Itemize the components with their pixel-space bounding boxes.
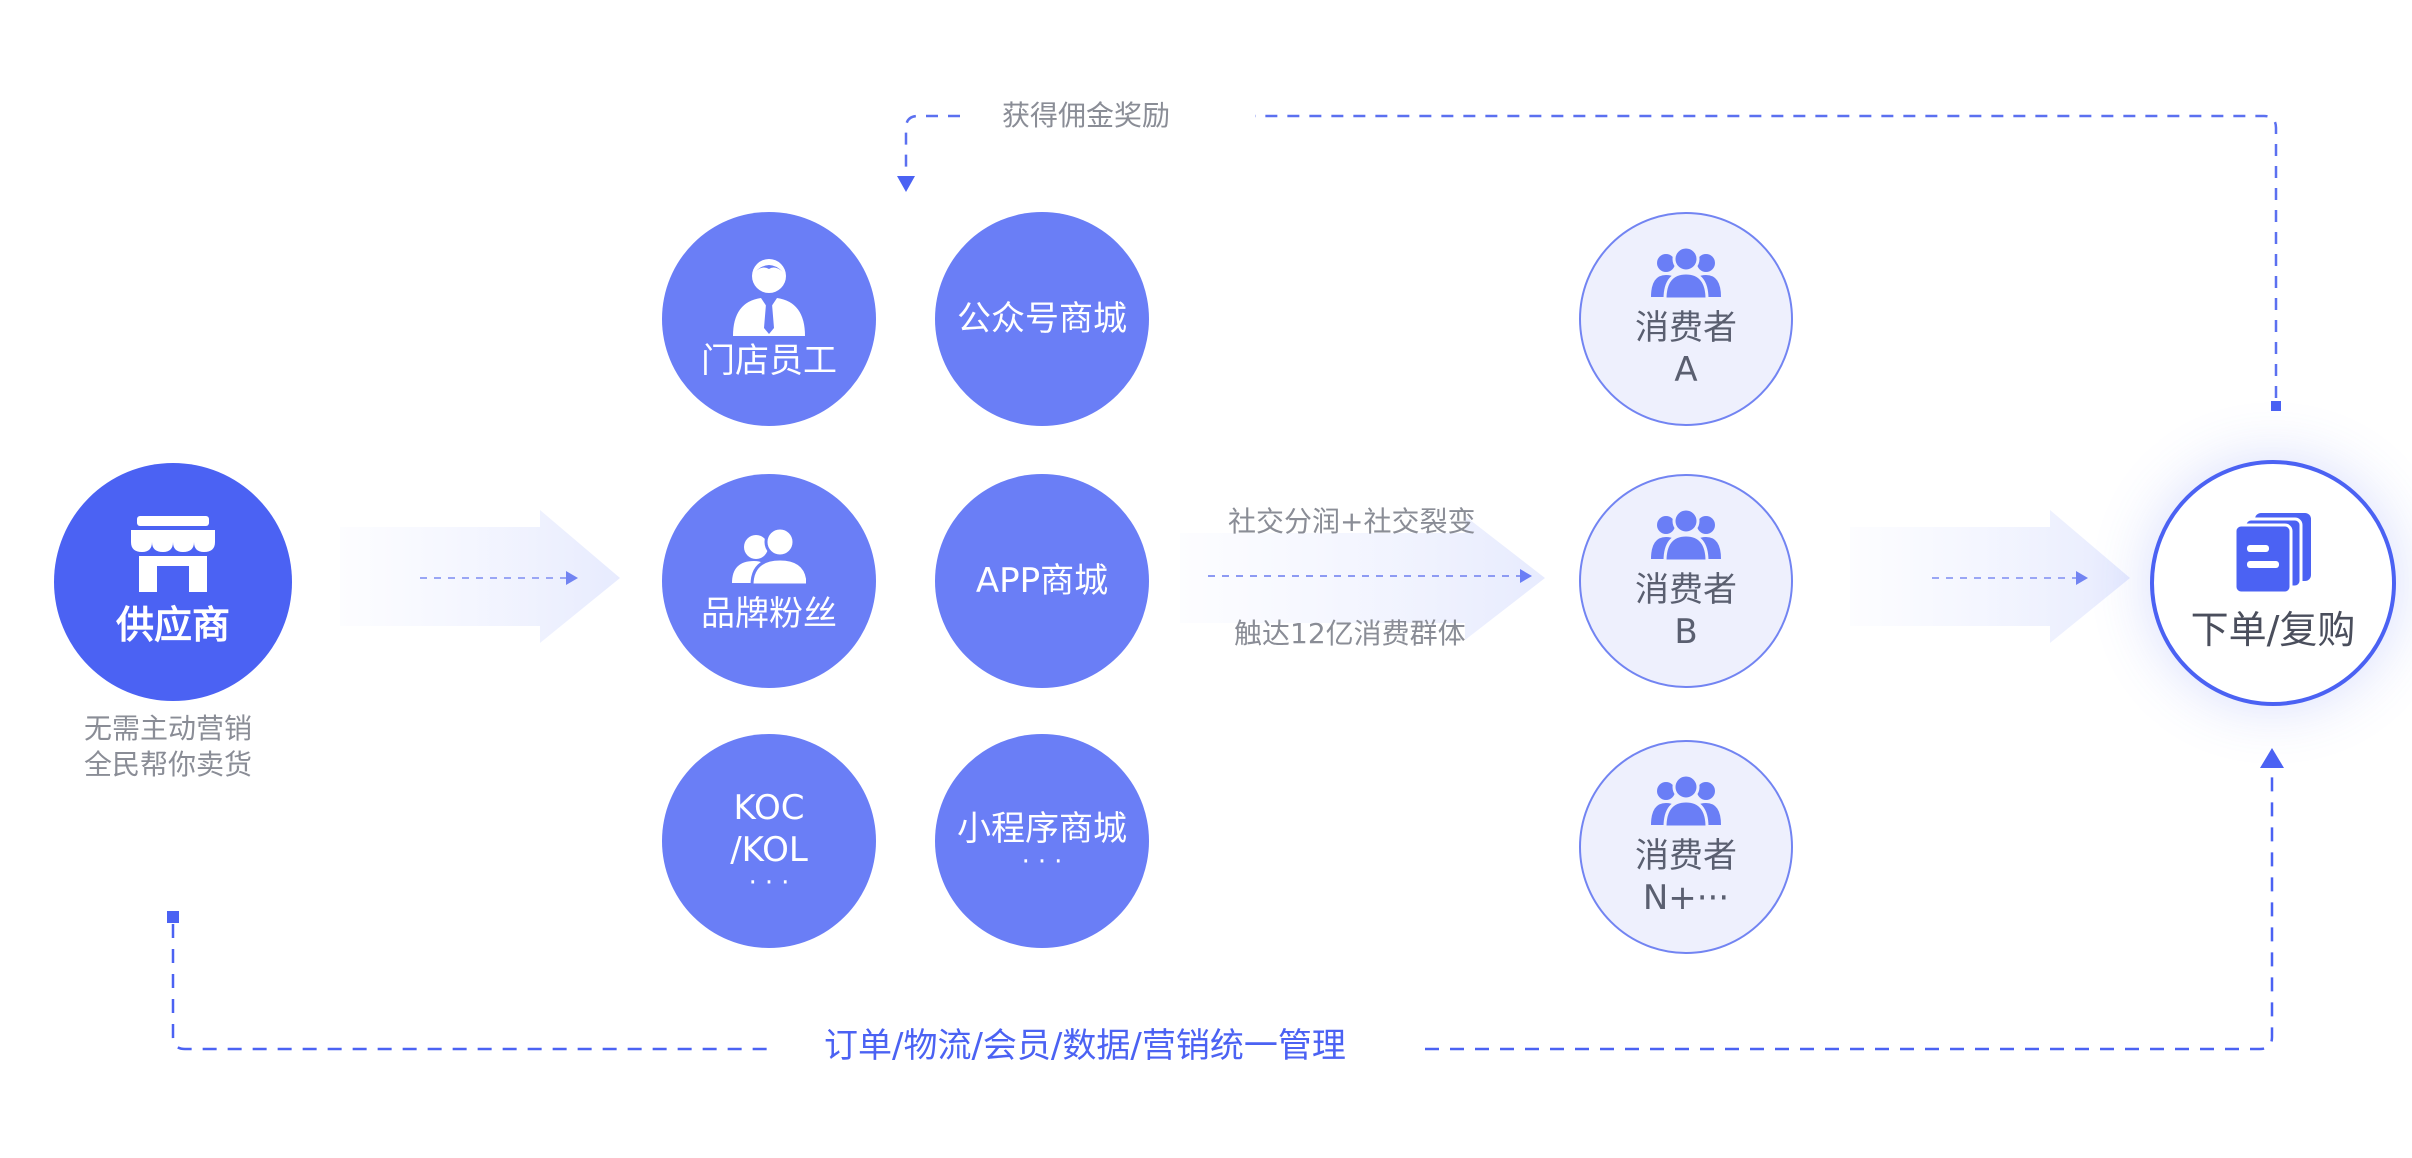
supplier-node: 供应商 <box>54 463 292 701</box>
users-icon <box>1651 775 1721 827</box>
channel-koc-line2: /KOL <box>730 830 808 870</box>
flow-arrow-supplier-to-channels <box>340 510 620 643</box>
channel-koc-kol: KOC /KOL ··· <box>662 734 876 948</box>
management-loop-arrowhead <box>2260 748 2284 768</box>
supplier-caption-line2: 全民帮你卖货 <box>84 748 253 781</box>
users-icon <box>1651 247 1721 299</box>
channel-staff-label: 门店员工 <box>701 341 837 381</box>
order-label: 下单/复购 <box>2190 608 2356 652</box>
supplier-label: 供应商 <box>115 603 230 647</box>
channel-app-label: APP商城 <box>975 561 1109 601</box>
channel-wechat-mall: 公众号商城 <box>935 212 1149 426</box>
commission-reward-label: 获得佣金奖励 <box>1002 99 1171 132</box>
documents-icon <box>2233 513 2311 593</box>
consumer-b: 消费者 B <box>1579 474 1793 688</box>
flow-top-text: 社交分润+社交裂变 <box>1228 505 1476 538</box>
consumer-n-line2: N+··· <box>1642 878 1730 918</box>
commission-loop-arrowhead <box>897 176 915 192</box>
channel-koc-more: ··· <box>748 868 798 898</box>
commission-loop-start-marker <box>2271 401 2281 411</box>
commission-loop-line <box>904 114 2278 398</box>
management-loop-line <box>171 772 2274 1051</box>
flow-arrow-channels-to-consumers <box>1180 516 1545 640</box>
small-dashed-arrow-1 <box>420 571 578 585</box>
consumer-n-line1: 消费者 <box>1635 836 1737 876</box>
channel-mini-more: ··· <box>1021 847 1071 877</box>
small-dashed-arrow-2 <box>1208 569 1532 583</box>
consumer-b-line2: B <box>1674 612 1698 652</box>
small-dashed-arrow-3 <box>1932 571 2088 585</box>
flow-bottom-text: 触达12亿消费群体 <box>1234 617 1466 650</box>
supplier-caption-line1: 无需主动营销 <box>84 712 253 745</box>
channel-fans: 品牌粉丝 <box>662 474 876 688</box>
order-repurchase-node: 下单/复购 <box>2150 460 2396 706</box>
users-icon <box>1651 509 1721 561</box>
consumer-b-line1: 消费者 <box>1635 570 1737 610</box>
channel-koc-line1: KOC <box>733 788 805 828</box>
flow-arrow-consumers-to-order <box>1850 510 2130 643</box>
channel-fans-label: 品牌粉丝 <box>701 594 837 634</box>
channel-mini-program-mall: 小程序商城 ··· <box>935 734 1149 948</box>
channel-app-mall: APP商城 <box>935 474 1149 688</box>
staff-icon <box>733 259 805 336</box>
channel-wechat-label: 公众号商城 <box>957 299 1127 339</box>
channel-mini-label: 小程序商城 <box>957 809 1127 849</box>
unified-management-label: 订单/物流/会员/数据/营销统一管理 <box>824 1026 1346 1066</box>
management-loop-start-marker <box>167 911 179 923</box>
store-icon <box>131 516 215 592</box>
consumer-a-line2: A <box>1674 350 1698 390</box>
consumer-a-line1: 消费者 <box>1635 308 1737 348</box>
users-icon <box>732 527 806 585</box>
channel-staff: 门店员工 <box>662 212 876 426</box>
consumer-n: 消费者 N+··· <box>1579 740 1793 954</box>
consumer-a: 消费者 A <box>1579 212 1793 426</box>
